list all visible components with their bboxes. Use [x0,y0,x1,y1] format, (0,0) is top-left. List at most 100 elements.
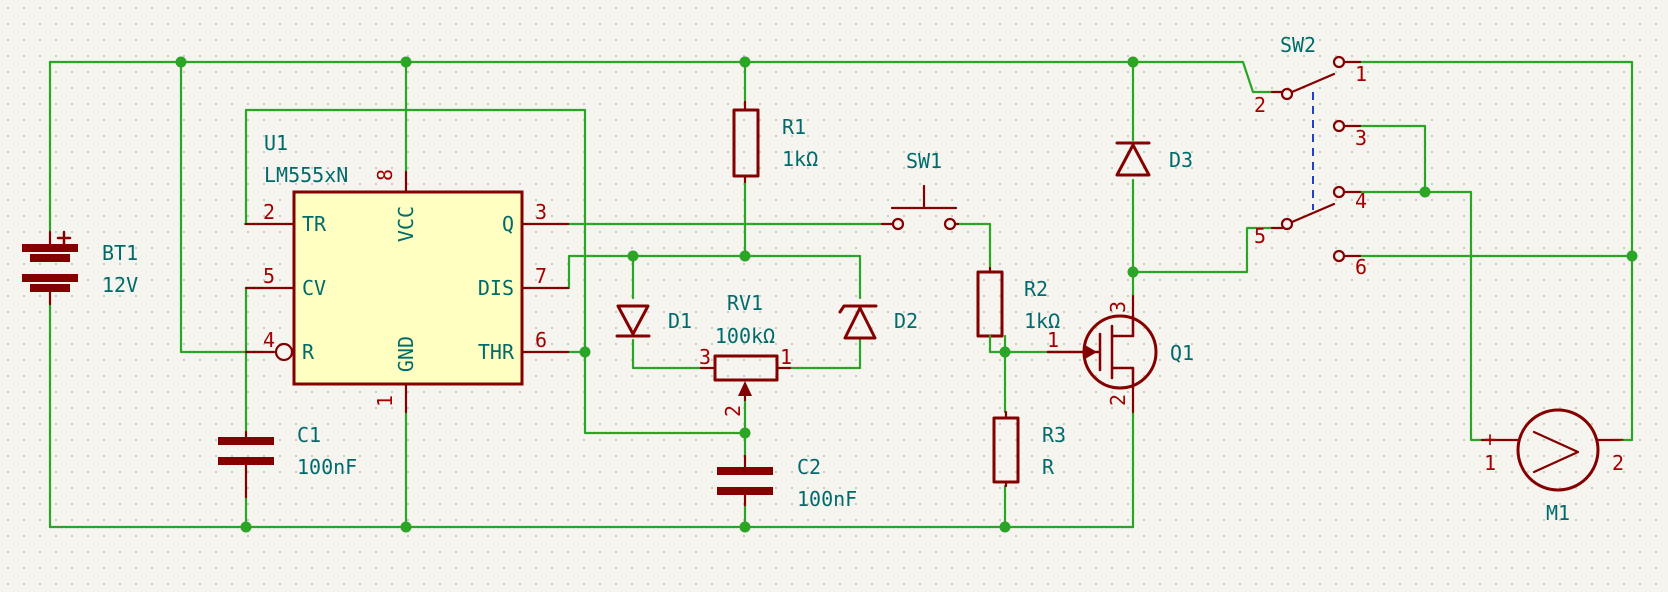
wire-dis[interactable] [566,254,747,290]
rv1-pin-number: 1 [780,345,792,369]
ic-u1-pin-number: 8 [373,169,397,181]
switch-contact [1332,55,1346,69]
diode-triangle [616,304,650,336]
resistor-r1[interactable]: R1 1kΩ [732,100,818,184]
m1-plus-sign: + [1484,427,1496,451]
junction-dot [579,346,591,358]
capacitor-c1[interactable]: C1 100nF [218,423,357,499]
resistor-body [992,416,1020,484]
motor-circle [1516,408,1600,492]
wire-cv[interactable] [244,286,264,434]
sw2-pin-number: 5 [1254,224,1266,248]
wire-sw2-3[interactable] [1358,124,1427,194]
d1-ref: D1 [668,309,692,333]
junction-dot [739,56,751,68]
junction-dot [627,250,639,262]
wire-d1-rv1[interactable] [631,338,703,370]
wire-sw2-4[interactable] [1358,190,1484,442]
motor-m1[interactable]: 1 2 + − M1 [1480,408,1624,525]
r3-value: R [1042,455,1055,479]
sw2-pin-number: 6 [1355,255,1367,279]
d2-ref: D2 [894,309,918,333]
battery-bt1[interactable]: BT1 12V [22,230,138,306]
m1-minus-sign: − [1612,427,1624,451]
wire-d2-rv1[interactable] [788,338,862,370]
wire-d1-d2-top[interactable] [631,254,862,300]
ic-u1-pin-number: 4 [263,328,275,352]
resistor-r3[interactable]: R3 R [992,410,1066,488]
ic-u1-pin-number: 3 [535,200,547,224]
capacitor-c2[interactable]: C2 100nF [717,454,857,511]
junction-dot [400,56,412,68]
resistor-r2[interactable]: R2 1kΩ [976,266,1060,354]
junction-dot [1419,186,1431,198]
r1-value: 1kΩ [782,147,818,171]
sw2-pin-number: 4 [1355,189,1367,213]
rv1-pin-number: 3 [699,345,711,369]
junction-dot [739,250,751,262]
diode-d3[interactable]: D3 [1115,141,1193,177]
c1-ref: C1 [297,423,321,447]
q1-ref: Q1 [1170,341,1194,365]
switch-contact [1280,217,1294,231]
q1-pin-number: 3 [1106,301,1130,313]
ic-u1-pin-name: CV [302,276,326,300]
diode-triangle [1115,143,1151,177]
diode-d1[interactable]: D1 [615,304,692,338]
u1-value: LM555xN [264,163,348,187]
junction-dot [175,56,187,68]
sw2-ref: SW2 [1280,33,1316,57]
m1-ref: M1 [1546,501,1570,525]
diode-triangle [843,306,877,340]
zener-d2[interactable]: D2 [838,304,918,340]
ic-u1[interactable]: 2 5 4 3 7 6 8 1 TR CV R Q DIS THR VCC GN… [244,131,570,414]
switch-blade [1290,72,1336,224]
wire-reset[interactable] [179,60,264,354]
resistor-body [732,108,760,178]
rv1-value: 100kΩ [715,324,775,348]
r3-ref: R3 [1042,423,1066,447]
ic-u1-pin-name: TR [302,212,327,236]
ic-u1-pin-name: DIS [478,276,514,300]
junction-dot [739,521,751,533]
wire-sw2-common[interactable] [1131,226,1274,274]
junctions [175,56,1638,533]
c1-value: 100nF [297,455,357,479]
switch-sw2[interactable]: 1 2 3 4 5 6 SW2 [1254,33,1367,279]
switch-contact [1332,249,1346,263]
ic-u1-pin-number: 2 [263,200,275,224]
motor-winding [1532,430,1580,474]
potentiometer-body [713,354,779,382]
junction-dot [240,521,252,533]
sw2-pin-number: 1 [1355,62,1367,86]
wire-sw1-r2[interactable] [956,222,992,270]
m1-pin-number: 2 [1612,451,1624,475]
pushbutton-actuator [890,184,958,210]
bt1-ref: BT1 [102,241,138,265]
junction-dot [739,427,751,439]
r2-value: 1kΩ [1024,309,1060,333]
potentiometer-rv1[interactable]: 3 1 2 RV1 100kΩ [699,291,792,417]
junction-dot [1626,250,1638,262]
ic-u1-pin-number: 1 [373,395,397,407]
pushbutton-sw1[interactable]: SW1 [880,149,960,231]
switch-contact [891,217,905,231]
junction-dot [1127,56,1139,68]
ic-u1-reset-bubble [274,342,294,362]
mosfet-arrow [1085,345,1097,359]
wire-sw2-1[interactable] [1358,60,1634,258]
ic-u1-pin-number: 6 [535,328,547,352]
wire-r2-gate[interactable] [1003,334,1050,354]
wire-top-rail[interactable] [48,60,1274,94]
switch-contact [1332,119,1346,133]
ic-u1-pin-name: GND [394,336,418,372]
wire-r2-junction [988,334,1007,354]
sw2-pin-number: 3 [1355,126,1367,150]
ic-u1-body [292,190,524,386]
c2-value: 100nF [797,487,857,511]
ic-u1-pin-name: THR [478,340,515,364]
wire-sw2-6[interactable] [1358,254,1634,442]
mosfet-channel [1110,314,1135,390]
mosfet-q1[interactable]: 1 3 2 Q1 [1046,294,1194,414]
